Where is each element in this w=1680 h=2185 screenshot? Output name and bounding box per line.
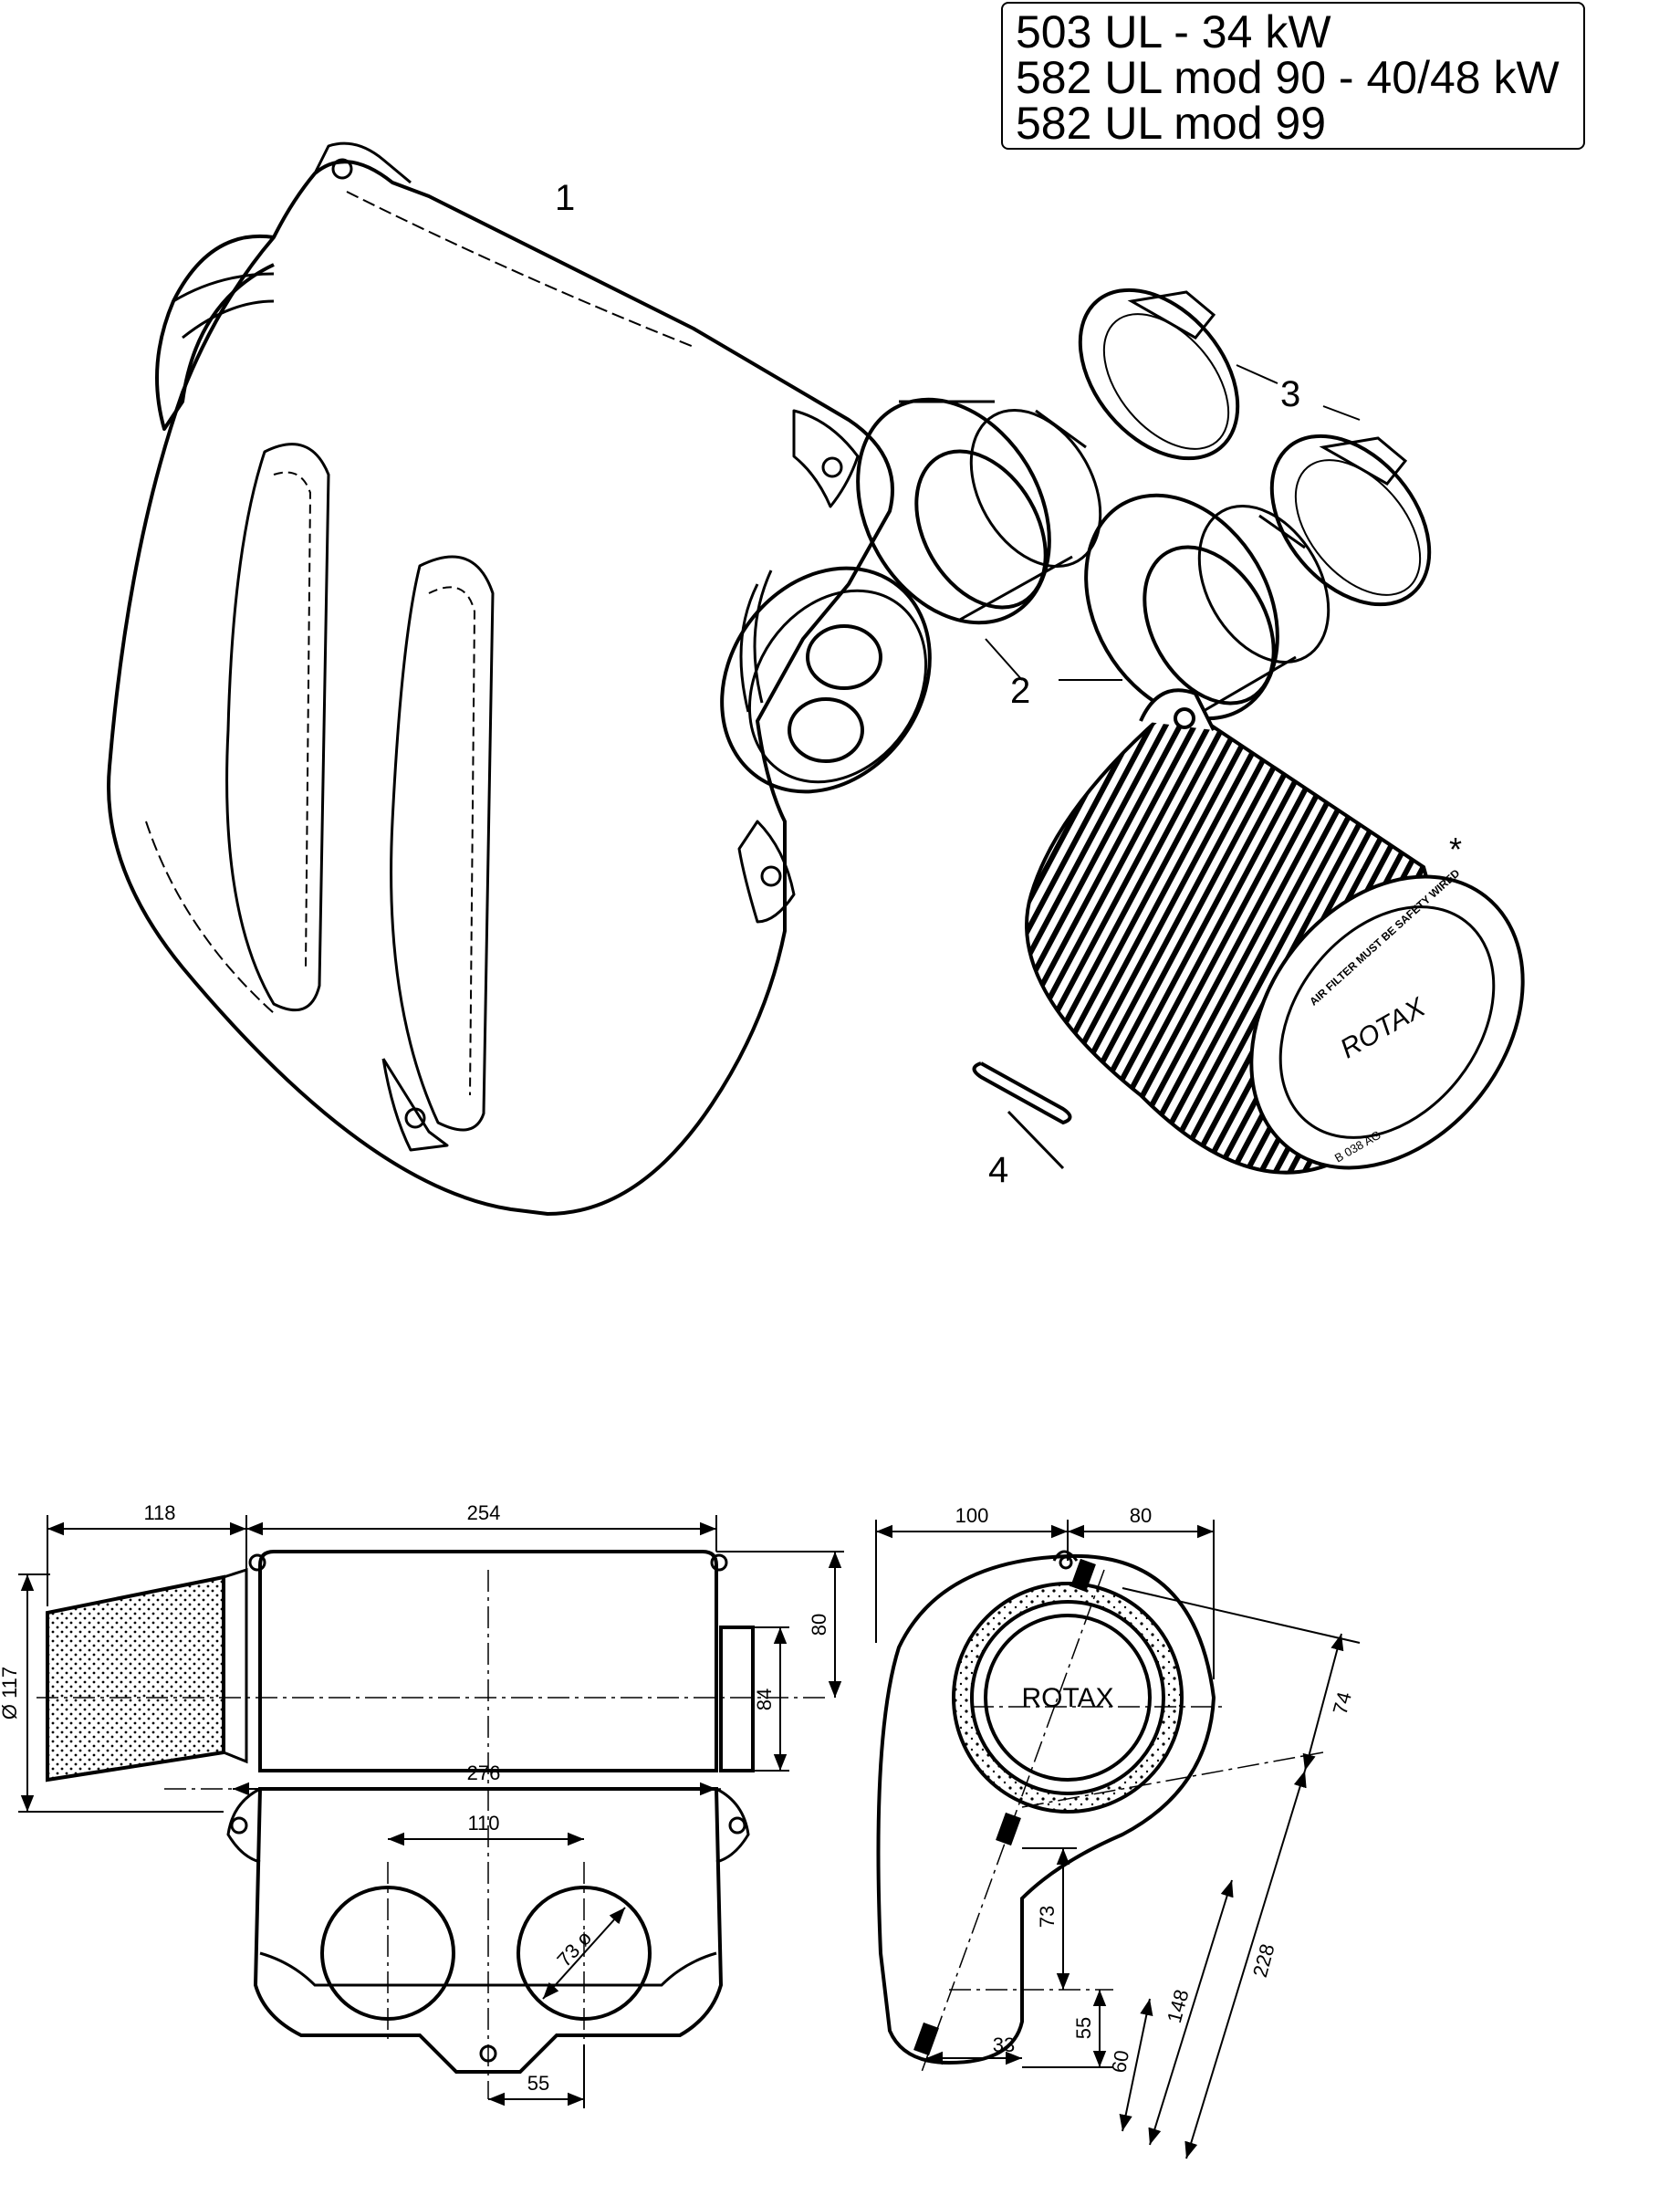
dim-33: 33 [993, 2033, 1015, 2056]
safety-wire [972, 1061, 1072, 1170]
dim-55-front: 55 [527, 2072, 549, 2095]
callout-2: 2 [1010, 671, 1030, 711]
dim-80-side: 80 [1130, 1504, 1152, 1527]
front-view-dimensions [18, 1515, 844, 2108]
model-line-582-mod90: 582 UL mod 90 - 40/48 kW [1016, 52, 1560, 103]
side-view-drawing [876, 1550, 1216, 2065]
side-view-dimensions [875, 1520, 1361, 2159]
dim-80-front: 80 [808, 1614, 830, 1636]
dim-110: 110 [467, 1812, 499, 1835]
model-line-503: 503 UL - 34 kW [1016, 6, 1331, 58]
dim-276: 276 [467, 1762, 501, 1784]
dim-100: 100 [955, 1504, 989, 1527]
hose-clamp-lower [1269, 434, 1432, 607]
callout-3: 3 [1280, 374, 1300, 414]
dim-254: 254 [467, 1501, 501, 1524]
engine-model-box: 503 UL - 34 kW 582 UL mod 90 - 40/48 kW … [1001, 2, 1585, 150]
leader-lines [985, 364, 1361, 681]
callout-4: 4 [988, 1150, 1008, 1190]
dim-73-side: 73 [1036, 1906, 1059, 1928]
dim-117: Ø 117 [0, 1667, 21, 1720]
hose-clamp-upper [1078, 288, 1240, 461]
dim-60: 60 [1107, 2048, 1133, 2074]
dim-84: 84 [753, 1688, 776, 1710]
model-line-582-mod99: 582 UL mod 99 [1016, 98, 1327, 149]
dim-118: 118 [143, 1501, 175, 1524]
dim-74: 74 [1329, 1689, 1356, 1717]
side-view-brand: ROTAX [1021, 1683, 1113, 1713]
callout-asterisk: * [1449, 831, 1462, 868]
rubber-sleeve-upper [856, 397, 1102, 625]
dim-228: 228 [1248, 1941, 1279, 1980]
callout-1: 1 [555, 178, 575, 218]
air-filter [1025, 688, 1525, 1175]
dim-73-diameter: 73 ø [552, 1926, 596, 1971]
side-view-centerlines [921, 1569, 1324, 2073]
dim-55-side: 55 [1072, 2017, 1095, 2039]
airbox-housing [107, 141, 932, 1216]
